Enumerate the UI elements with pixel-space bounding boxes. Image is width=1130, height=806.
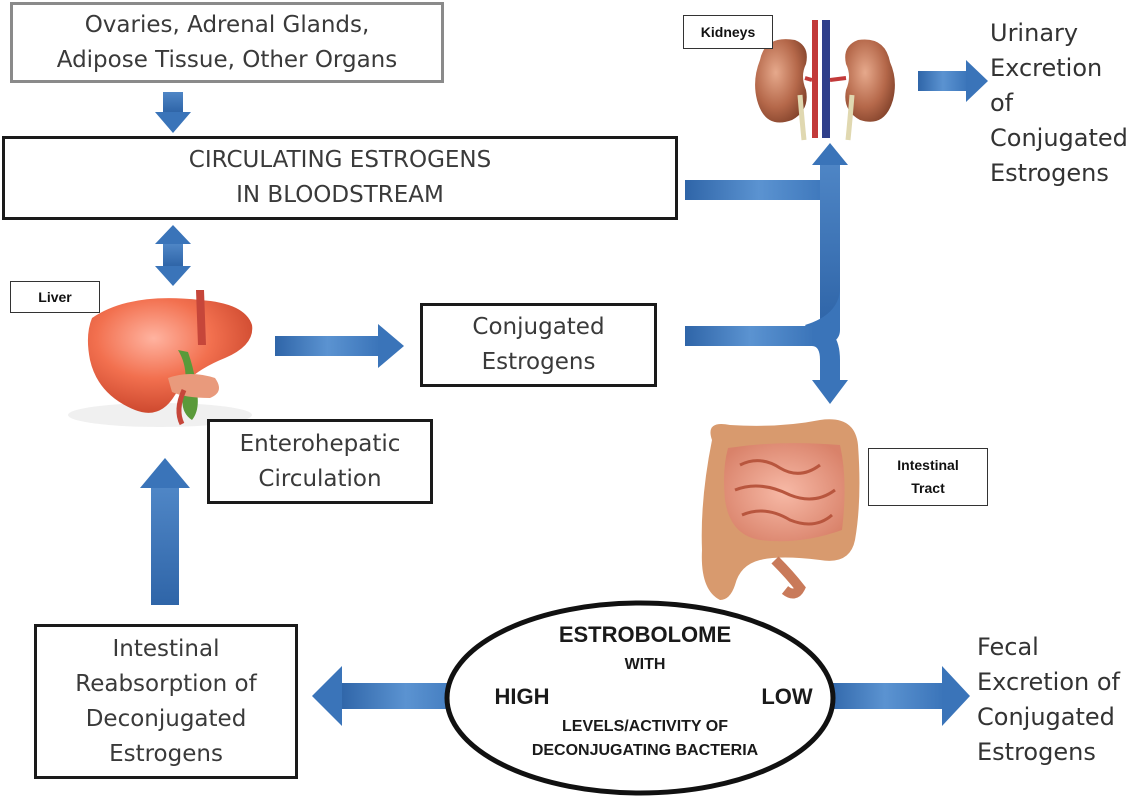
fecal-line1: Fecal	[977, 633, 1039, 661]
circulating-line1: CIRCULATING ESTROGENS	[188, 147, 492, 173]
estrobolome-with: WITH	[624, 656, 666, 673]
conjugated-line1: Conjugated	[472, 314, 605, 340]
arrow-conjugated-split	[685, 305, 848, 404]
reabsorption-line3: Deconjugated	[85, 705, 247, 732]
urinary-line3: Conjugated	[990, 124, 1128, 152]
estrobolome-levels-line1: LEVELS/ACTIVITY OF	[562, 718, 728, 735]
estrobolome-ellipse	[444, 600, 836, 796]
urinary-line1: Urinary	[990, 19, 1079, 47]
fecal-line4: Estrogens	[977, 738, 1096, 766]
circulating-line2: IN BLOODSTREAM	[236, 182, 444, 208]
reabsorption-box: Intestinal Reabsorption of Deconjugated …	[34, 624, 298, 779]
sources-line2: Adipose Tissue, Other Organs	[56, 46, 398, 73]
kidneys-label: Kidneys	[683, 15, 773, 49]
arrow-liver-to-conjugated	[275, 324, 404, 368]
intestines-illustration	[701, 419, 860, 600]
estrobolome-low: LOW	[761, 684, 813, 709]
sources-line1: Ovaries, Adrenal Glands,	[84, 11, 370, 38]
fecal-line3: Conjugated	[977, 703, 1115, 731]
intestinal-label-line1: Intestinal	[897, 457, 959, 473]
urinary-excretion-text: Urinary Excretion of Conjugated Estrogen…	[990, 16, 1130, 191]
arrow-reabsorption-to-liver	[140, 458, 190, 605]
reabsorption-line4: Estrogens	[109, 740, 223, 767]
arrow-blood-to-kidneys	[685, 143, 848, 340]
liver-illustration	[68, 290, 253, 427]
reabsorption-line1: Intestinal	[112, 635, 220, 662]
arrow-blood-liver-bidirectional	[155, 225, 191, 286]
enterohepatic-line2: Circulation	[258, 465, 382, 492]
sources-box: Ovaries, Adrenal Glands, Adipose Tissue,…	[10, 2, 444, 83]
fecal-line2: Excretion of	[977, 668, 1120, 696]
estrobolome-high: HIGH	[494, 684, 550, 709]
arrow-sources-to-blood	[155, 92, 191, 133]
fecal-excretion-text: Fecal Excretion of Conjugated Estrogens	[977, 630, 1120, 770]
estrobolome-levels-line2: DECONJUGATING BACTERIA	[531, 742, 759, 759]
arrow-kidneys-to-urinary	[918, 60, 988, 102]
intestinal-tract-label: Intestinal Tract	[868, 448, 988, 506]
liver-label: Liver	[10, 281, 100, 313]
kidneys-label-text: Kidneys	[700, 23, 756, 40]
arrow-low-to-fecal	[826, 666, 970, 726]
enterohepatic-box: Enterohepatic Circulation	[207, 419, 433, 504]
intestinal-label-line2: Tract	[911, 480, 945, 496]
urinary-line4: Estrogens	[990, 159, 1109, 187]
conjugated-estrogens-box: Conjugated Estrogens	[420, 303, 657, 387]
kidneys-illustration	[755, 20, 895, 141]
reabsorption-line2: Reabsorption of	[75, 670, 257, 697]
conjugated-line2: Estrogens	[481, 349, 596, 375]
enterohepatic-line1: Enterohepatic	[239, 430, 401, 457]
estrobolome-title: ESTROBOLOME	[558, 622, 732, 647]
urinary-line2: Excretion of	[990, 54, 1103, 117]
liver-label-text: Liver	[38, 288, 72, 305]
circulating-estrogens-box: CIRCULATING ESTROGENS IN BLOODSTREAM	[2, 136, 678, 220]
